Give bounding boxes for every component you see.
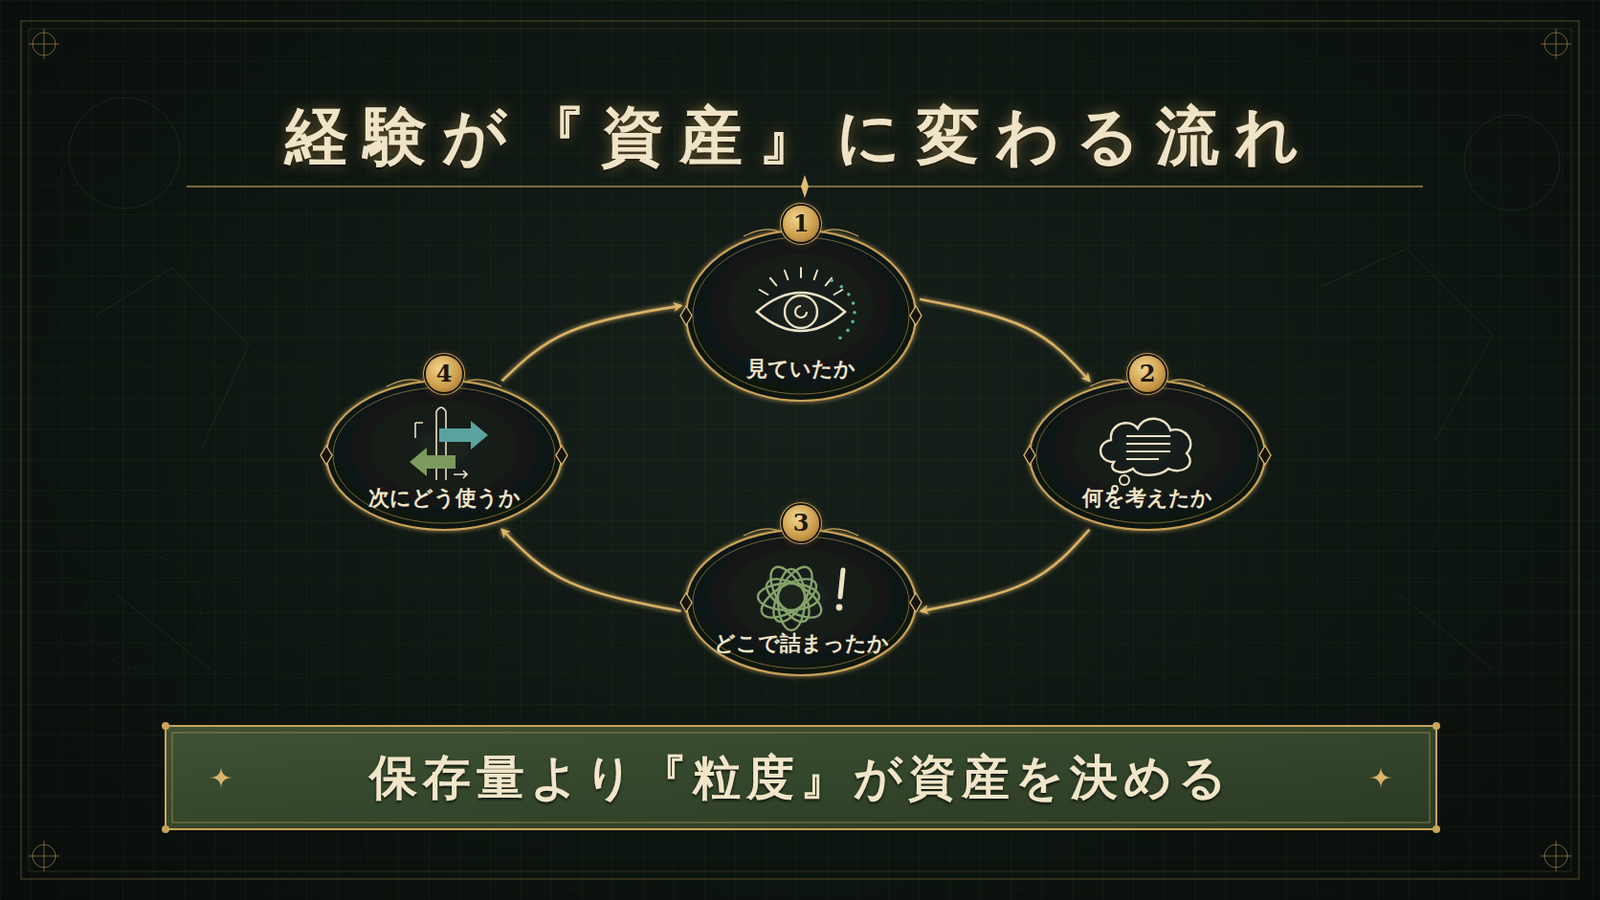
teal-dot — [852, 311, 857, 315]
step-label: 何を考えたか — [1022, 484, 1273, 513]
eye-ray — [834, 289, 844, 295]
side-diamond — [1259, 445, 1271, 466]
cloud-icon — [1100, 419, 1191, 492]
step-label: 見ていたか — [678, 355, 924, 384]
step-oval: 2何を考えたか — [1022, 375, 1273, 536]
callout-number: 2 — [1129, 355, 1166, 393]
flow-arrow — [502, 530, 682, 612]
teal-arrow — [439, 421, 489, 450]
pupil-spiral — [795, 306, 807, 318]
step-oval: 4次にどう使うか — [318, 375, 570, 536]
callout-number: 3 — [782, 505, 820, 542]
exclaim-bar — [840, 570, 844, 598]
step-oval: 3どこで詰まったか — [678, 524, 924, 682]
teal-dot — [846, 292, 851, 297]
flow-arrow — [502, 306, 682, 382]
teal-dot — [838, 335, 843, 340]
eye-ray — [759, 289, 769, 295]
band-inner-rule — [172, 733, 1430, 823]
thought-line — [1126, 450, 1171, 453]
oval-shape — [318, 375, 570, 536]
teal-dot — [851, 301, 856, 306]
flow-arrow — [920, 530, 1089, 612]
title-rule — [186, 175, 1423, 199]
tangle-icon — [755, 561, 844, 631]
thought-cloud — [1100, 419, 1191, 476]
sparkle — [1369, 766, 1393, 790]
step-label: 次にどう使うか — [318, 484, 570, 513]
callout-number: 1 — [782, 205, 820, 243]
eye-ray — [770, 278, 777, 287]
eye-outline — [756, 292, 845, 332]
teal-dot — [850, 320, 855, 325]
oval-shape — [678, 524, 924, 682]
corner-dot — [161, 722, 170, 731]
side-diamond — [555, 445, 568, 466]
side-diamond — [1023, 445, 1036, 466]
eye-ray — [784, 270, 788, 280]
side-diamond — [910, 593, 922, 613]
iris — [784, 295, 818, 329]
corner-dot — [1432, 825, 1441, 834]
eye-ray — [814, 270, 818, 280]
corner-dot — [161, 825, 170, 834]
message-band: 保存量より『粒度』が資産を決める — [163, 724, 1439, 832]
tangle-loop — [755, 571, 823, 625]
sparkle — [209, 766, 233, 790]
thought-line — [1126, 435, 1171, 438]
band-text: 保存量より『粒度』が資産を決める — [369, 746, 1233, 811]
band-ornaments — [161, 722, 1441, 834]
corner-dot — [1432, 722, 1441, 731]
callout-number: 4 — [425, 355, 463, 393]
step-oval: 1見ていたか — [678, 224, 924, 407]
oval-shape — [1022, 375, 1273, 536]
teal-dot — [839, 285, 844, 289]
arrows-icon — [409, 407, 489, 481]
diagram-title: 経験が『資産』に変わる流れ — [0, 93, 1600, 180]
side-diamond — [910, 306, 922, 326]
green-arrow — [409, 447, 456, 477]
bubble — [1119, 475, 1130, 486]
side-diamond — [680, 593, 692, 613]
teal-dot — [829, 278, 834, 283]
eye-icon — [756, 267, 857, 340]
eye-ray — [800, 267, 802, 278]
exclaim-dot — [836, 604, 844, 612]
teal-dot — [845, 329, 850, 334]
flow-arrow — [919, 299, 1089, 381]
step-label: どこで詰まったか — [678, 629, 924, 659]
side-diamond — [320, 445, 333, 466]
thought-line — [1126, 458, 1159, 461]
side-diamond — [680, 306, 692, 326]
thought-line — [1126, 443, 1171, 445]
band-fill — [165, 726, 1437, 830]
